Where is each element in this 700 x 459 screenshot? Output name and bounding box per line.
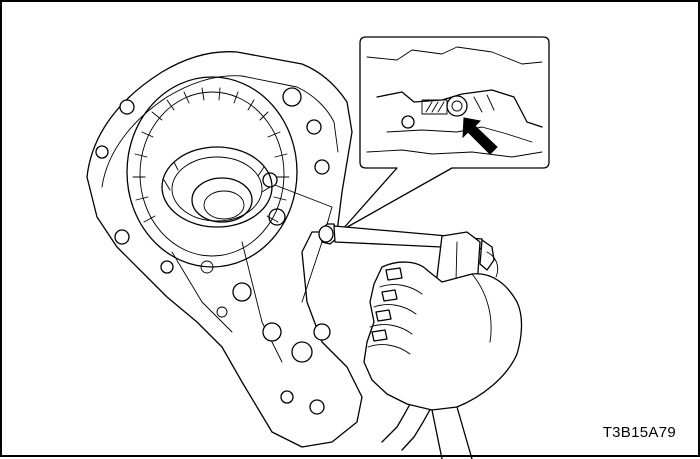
hand-icon xyxy=(363,251,523,459)
figure-code: T3B15A79 xyxy=(602,424,676,441)
clutch-drum xyxy=(126,76,298,268)
arrow-icon xyxy=(462,117,498,155)
inset-detail xyxy=(341,36,550,231)
transaxle-case xyxy=(86,51,363,448)
